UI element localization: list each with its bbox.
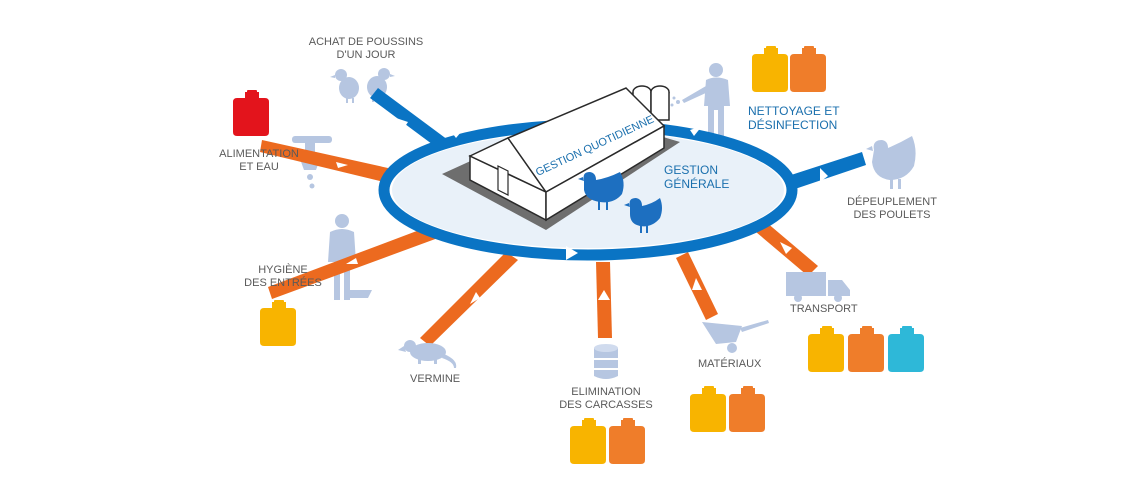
spoke-carcass	[596, 262, 612, 338]
chick-icon	[330, 68, 395, 103]
canister-group-carcass	[570, 418, 645, 464]
general-label: GESTION GÉNÉRALE	[664, 163, 730, 191]
canister-group-cleaning	[752, 46, 826, 92]
hen-icon	[578, 172, 662, 233]
vermin-label: VERMINE	[410, 373, 461, 385]
spoke-materials	[676, 252, 718, 320]
wheelbarrow-icon	[702, 320, 769, 353]
spoke-feed	[260, 140, 388, 182]
materials-label: MATÉRIAUX	[698, 358, 762, 370]
spoke-depop	[788, 152, 866, 190]
feed-label: ALIMENTATION ET EAU	[219, 148, 299, 173]
canister-group-feed	[233, 90, 269, 136]
canister-group-materials	[690, 386, 765, 432]
cleaning-label: NETTOYAGE ET DÉSINFECTION	[748, 104, 840, 132]
spoke-vermin	[420, 252, 518, 346]
poultry-house-icon	[442, 85, 680, 230]
spoke-hygiene	[268, 226, 438, 299]
carcass-label: ELIMINATION DES CARCASSES	[559, 386, 653, 411]
spoke-chicks	[370, 88, 448, 150]
spoke-transport	[756, 222, 818, 276]
chicks-label: ACHAT DE POUSSINS D'UN JOUR	[308, 36, 424, 61]
sprayer-person-icon	[664, 63, 730, 136]
hen-icon	[866, 136, 916, 189]
barrel-icon	[594, 344, 618, 379]
hygiene-label: HYGIÈNE DES ENTRÉES	[244, 264, 322, 289]
truck-icon	[786, 272, 850, 302]
depop-label: DÉPEUPLEMENT DES POULETS	[847, 196, 937, 221]
transport-label: TRANSPORT	[790, 303, 858, 315]
rat-icon	[398, 340, 457, 368]
canister-group-hygiene	[260, 300, 296, 346]
canister-group-transport	[808, 326, 924, 372]
